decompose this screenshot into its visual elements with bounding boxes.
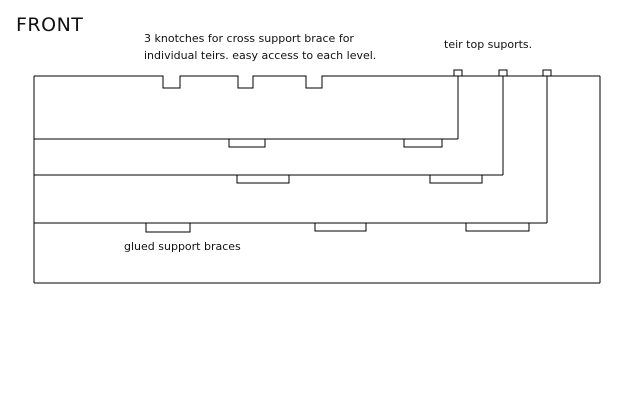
notch-annotation: 3 knotches for cross support brace for i… (144, 30, 376, 64)
tier-3-top-support-cap (543, 70, 551, 76)
tier-1-brace-right (404, 139, 442, 147)
tier-3-brace-left (146, 223, 190, 232)
tier-2-top-support-cap (499, 70, 507, 76)
top-edge-with-notches (34, 76, 600, 88)
tier-1-top-support-cap (454, 70, 462, 76)
tier-2-brace-right (430, 175, 482, 183)
tier-support-annotation: teir top suports. (444, 38, 533, 51)
tier-2-brace-left (237, 175, 289, 183)
notch-annotation-line-2: individual teirs. easy access to each le… (144, 49, 377, 62)
tier-3-brace-middle (315, 223, 366, 231)
brace-annotation: glued support braces (124, 240, 241, 253)
tier-1-brace-left (229, 139, 265, 147)
tier-3-brace-right (466, 223, 529, 231)
notch-annotation-line-1: 3 knotches for cross support brace for (144, 32, 354, 45)
diagram-title: FRONT (16, 14, 84, 36)
